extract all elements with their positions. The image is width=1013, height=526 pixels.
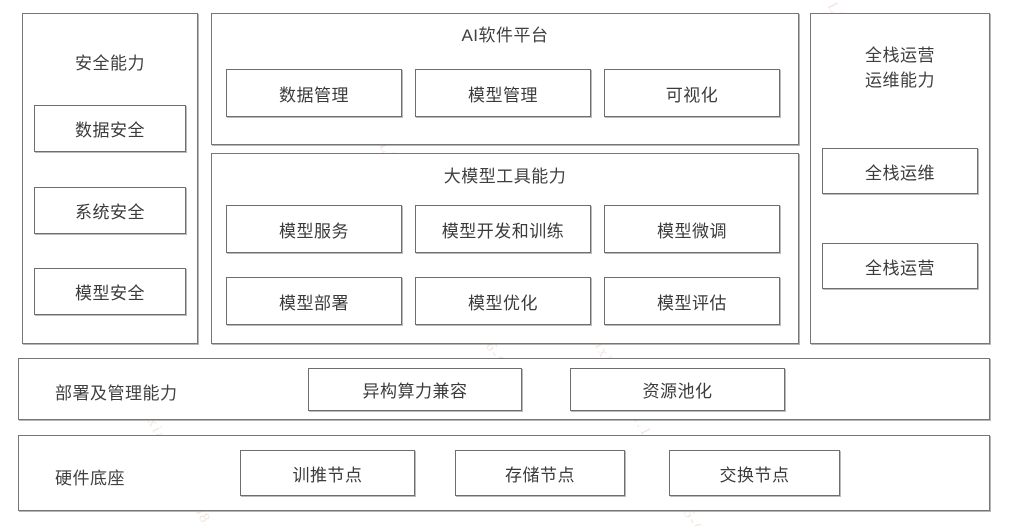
- deploy-item-resource-pooling[interactable]: 资源池化: [570, 368, 785, 411]
- llm-tooling-item-model-optimize[interactable]: 模型优化: [415, 277, 591, 325]
- ops-panel-title: 全栈运营 运维能力: [810, 44, 990, 93]
- llm-tooling-panel-title: 大模型工具能力: [443, 167, 567, 186]
- llm-tooling-item-model-evaluate[interactable]: 模型评估: [604, 277, 780, 325]
- ops-item-label: 全栈运营: [865, 258, 935, 278]
- llm-tooling-item-model-finetune[interactable]: 模型微调: [604, 205, 780, 253]
- deploy-item-label: 异构算力兼容: [362, 382, 468, 401]
- ai-platform-item-data-management[interactable]: 数据管理: [226, 69, 402, 117]
- ops-panel-title-line1: 全栈运营: [865, 46, 935, 65]
- security-item-data[interactable]: 数据安全: [34, 105, 186, 152]
- ai-platform-item-label: 可视化: [665, 85, 719, 105]
- llm-tooling-item-model-deploy[interactable]: 模型部署: [226, 277, 402, 325]
- ai-platform-item-model-management[interactable]: 模型管理: [415, 69, 591, 117]
- ai-platform-item-label: 模型管理: [468, 85, 538, 105]
- ai-platform-item-label: 数据管理: [279, 85, 349, 105]
- security-item-label: 模型安全: [75, 284, 145, 303]
- hardware-row-label: 硬件底座: [55, 469, 125, 488]
- hardware-item-label: 训推节点: [292, 465, 363, 485]
- deploy-item-label: 资源池化: [642, 382, 713, 401]
- llm-tooling-item-label: 模型优化: [468, 293, 538, 313]
- ops-item-fullstack-operations[interactable]: 全栈运营: [822, 243, 978, 289]
- security-item-model[interactable]: 模型安全: [34, 268, 186, 315]
- llm-tooling-item-label: 模型微调: [657, 221, 727, 241]
- ai-platform-item-visualization[interactable]: 可视化: [604, 69, 780, 117]
- ops-item-fullstack-maintenance[interactable]: 全栈运维: [822, 148, 978, 194]
- llm-tooling-item-label: 模型部署: [279, 293, 349, 313]
- security-item-label: 系统安全: [75, 203, 145, 222]
- llm-tooling-item-model-service[interactable]: 模型服务: [226, 205, 402, 253]
- ops-item-label: 全栈运维: [865, 163, 935, 183]
- llm-tooling-item-label: 模型开发和训练: [441, 221, 565, 241]
- security-panel-title: 安全能力: [75, 54, 145, 73]
- hardware-item-storage-node[interactable]: 存储节点: [455, 450, 625, 496]
- llm-tooling-item-label: 模型服务: [279, 221, 349, 241]
- hardware-item-training-inference-node[interactable]: 训推节点: [240, 450, 415, 496]
- hardware-item-label: 交换节点: [719, 465, 790, 485]
- deploy-row-label: 部署及管理能力: [55, 384, 178, 403]
- ai-platform-panel-title: AI软件平台: [461, 26, 549, 45]
- hardware-item-switching-node[interactable]: 交换节点: [669, 450, 840, 496]
- deploy-item-heterogeneous-compute[interactable]: 异构算力兼容: [308, 368, 522, 411]
- security-item-label: 数据安全: [75, 121, 145, 140]
- security-item-system[interactable]: 系统安全: [34, 187, 186, 234]
- llm-tooling-item-model-dev-training[interactable]: 模型开发和训练: [415, 205, 591, 253]
- ops-panel-title-line2: 运维能力: [865, 70, 935, 90]
- llm-tooling-item-label: 模型评估: [657, 293, 727, 313]
- hardware-item-label: 存储节点: [505, 465, 575, 485]
